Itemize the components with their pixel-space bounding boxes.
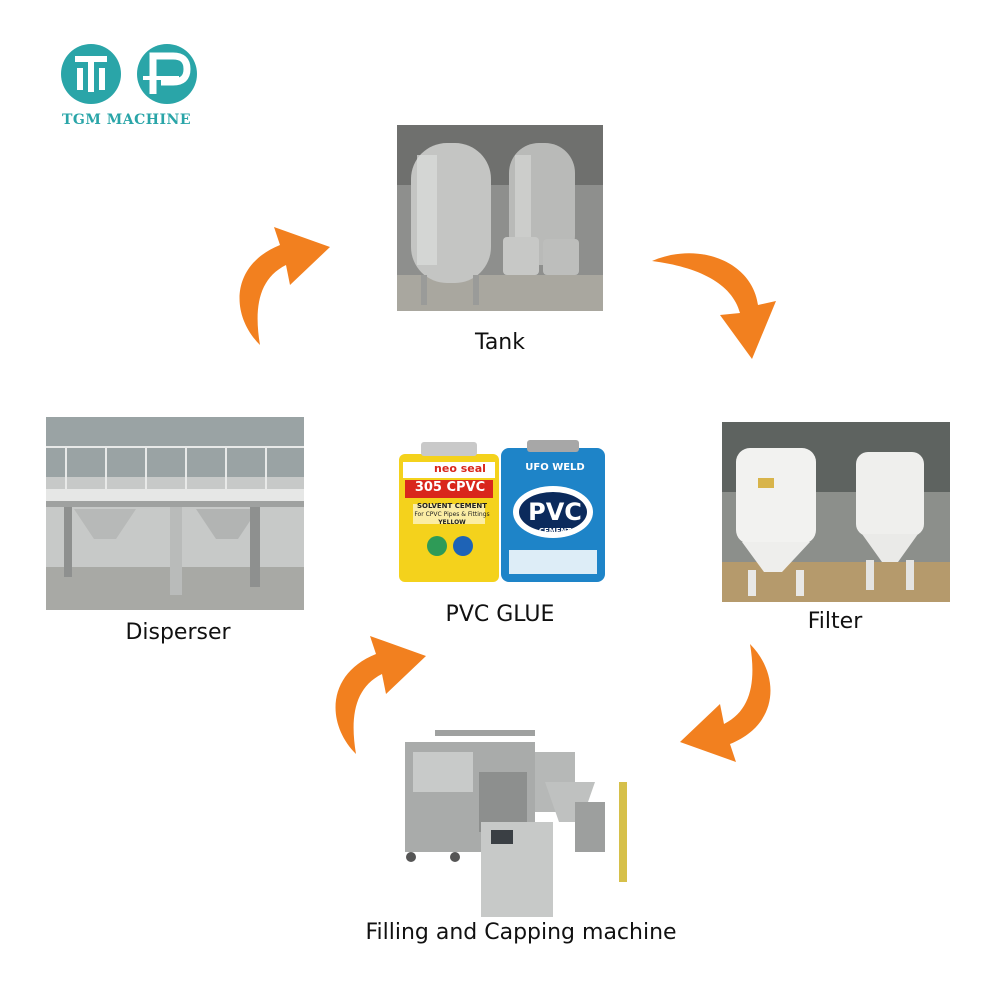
brand-name: TGM MACHINE	[62, 112, 191, 128]
pvc-glue-photo	[397, 440, 607, 586]
arrow-disperser-to-tank-icon	[239, 227, 330, 345]
step-label-filling-capping: Filling and Capping machine	[365, 920, 677, 945]
can-left-product: 305 CPVC	[414, 480, 486, 495]
step-label-filter: Filter	[807, 609, 863, 634]
tank-photo	[397, 125, 603, 311]
arrow-filter-to-filling-icon	[680, 644, 771, 762]
arrow-tank-to-filter-icon	[652, 253, 776, 359]
can-right-line1: CEMENT	[538, 527, 572, 535]
brand-logo	[55, 38, 205, 110]
center-label-pvc-glue: PVC GLUE	[445, 602, 555, 627]
arrow-filling-to-disperser-icon	[335, 636, 426, 754]
disperser-photo	[46, 417, 304, 610]
filter-photo	[722, 422, 950, 602]
filling-capping-photo	[395, 712, 637, 920]
can-right-product: PVC	[528, 498, 582, 526]
can-left-line1: SOLVENT CEMENT	[416, 502, 488, 510]
can-left-line2: For CPVC Pipes & Fittings	[414, 511, 490, 518]
tgm-monogram-icon	[61, 44, 197, 104]
can-left-line3: YELLOW	[438, 519, 466, 526]
can-right-brand: UFO WELD	[525, 462, 585, 473]
can-left-brand: neo seal	[434, 462, 486, 475]
step-label-tank: Tank	[475, 330, 525, 355]
step-label-disperser: Disperser	[125, 620, 231, 645]
